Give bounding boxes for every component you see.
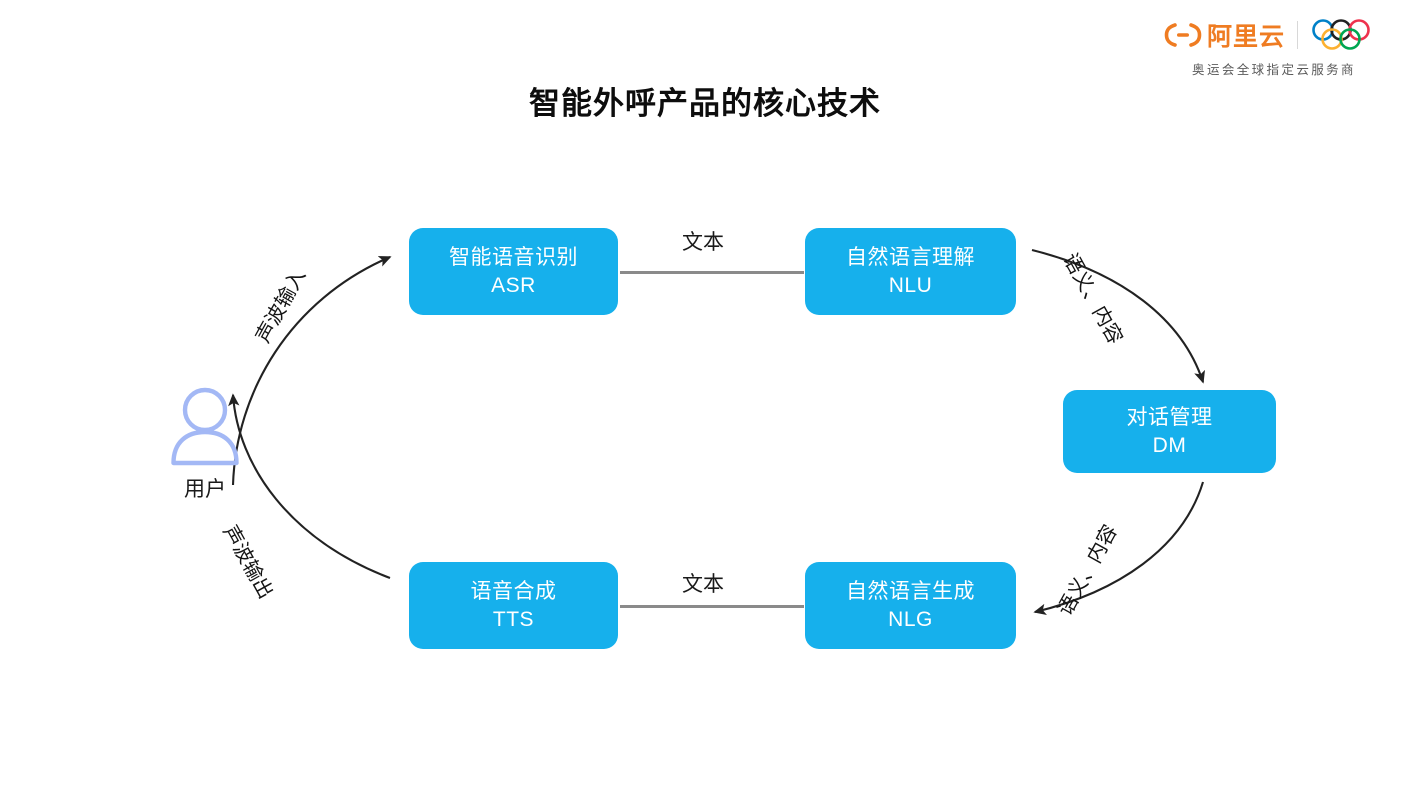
node-dm[interactable]: 对话管理 DM [1063, 390, 1276, 473]
brand-logo-row: 阿里云 [1164, 16, 1384, 54]
brand-divider [1297, 21, 1298, 49]
node-dm-cn-label: 对话管理 [1126, 404, 1213, 429]
node-nlu[interactable]: 自然语言理解 NLU [805, 228, 1016, 315]
user-avatar-icon [171, 387, 239, 466]
edge-label-tts-nlg: 文本 [682, 572, 724, 596]
connector-tts-nlg [620, 605, 804, 608]
node-tts-en-label: TTS [492, 607, 535, 631]
alibaba-cloud-mark-icon [1164, 23, 1202, 47]
edge-label-user-to-asr: 声波输入 [250, 264, 311, 347]
olympic-rings-icon [1312, 19, 1370, 50]
node-asr-cn-label: 智能语音识别 [449, 244, 578, 269]
node-nlu-cn-label: 自然语言理解 [846, 244, 975, 269]
edge-label-dm-to-nlg: 语义、内容 [1052, 520, 1122, 620]
node-asr[interactable]: 智能语音识别 ASR [409, 228, 618, 315]
node-nlg[interactable]: 自然语言生成 NLG [805, 562, 1016, 649]
node-tts-cn-label: 语音合成 [470, 578, 557, 603]
connector-asr-nlu [620, 271, 804, 274]
node-nlg-cn-label: 自然语言生成 [846, 578, 975, 603]
user-label: 用户 [184, 477, 226, 501]
node-dm-en-label: DM [1152, 433, 1187, 457]
alibaba-cloud-logo: 阿里云 [1164, 17, 1285, 53]
user-node: 用户 [145, 385, 265, 503]
edge-label-tts-to-user: 声波输出 [218, 520, 279, 603]
edge-label-asr-nlu: 文本 [682, 230, 724, 254]
node-nlu-en-label: NLU [888, 273, 933, 297]
brand-logo-block: 阿里云 奥运会全球指定云服务商 [1156, 16, 1392, 78]
node-tts[interactable]: 语音合成 TTS [409, 562, 618, 649]
page-title: 智能外呼产品的核心技术 [529, 86, 881, 122]
edge-label-nlu-to-dm: 语义、内容 [1058, 248, 1128, 349]
node-asr-en-label: ASR [491, 273, 536, 297]
brand-name-text: 阿里云 [1206, 22, 1285, 51]
brand-subtitle: 奥运会全球指定云服务商 [1192, 62, 1356, 77]
node-nlg-en-label: NLG [888, 607, 933, 631]
